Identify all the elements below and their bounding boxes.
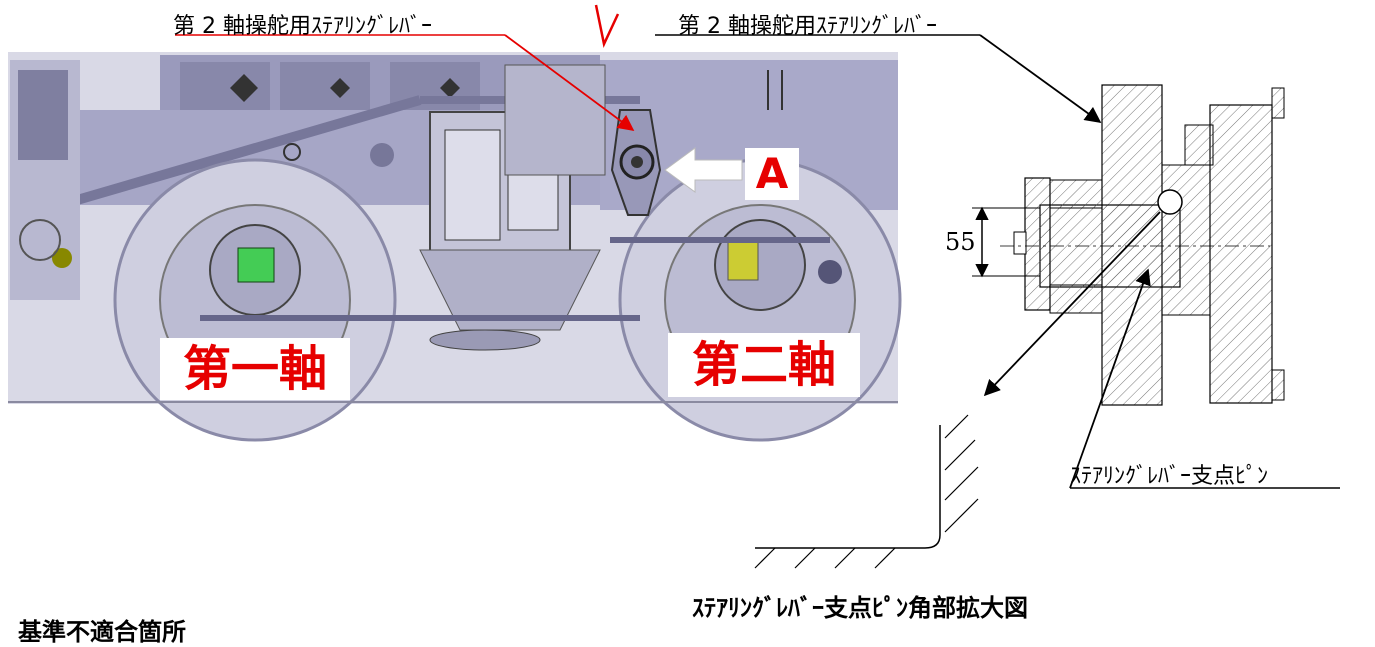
detail-title: ｽﾃｱﾘﾝｸﾞﾚﾊﾞｰ支点ﾋﾟﾝ角部拡大図 <box>692 594 1028 622</box>
footer-heading: 基準不適合箇所 <box>18 618 186 646</box>
dimension-label: 55 <box>945 228 976 256</box>
pivot-pin-label: ｽﾃｱﾘﾝｸﾞﾚﾊﾞｰ支点ﾋﾟﾝ <box>1070 464 1269 489</box>
first-axle-tag: 第一軸 <box>160 338 350 400</box>
steering-lever-label-right: 第 2 軸操舵用ｽﾃｱﾘﾝｸﾞﾚﾊﾞｰ <box>678 14 937 39</box>
red-check-mark <box>594 4 620 48</box>
pin-cross-section <box>1000 84 1285 406</box>
steering-lever-label-left: 第 2 軸操舵用ｽﾃｱﾘﾝｸﾞﾚﾊﾞｰ <box>173 14 432 39</box>
left-label-leader-arrow <box>504 34 635 131</box>
dimension-55-marks <box>972 206 1040 278</box>
diagram-canvas <box>8 4 1340 569</box>
second-axle-tag: 第二軸 <box>668 333 860 397</box>
view-a-tag: A <box>745 148 799 200</box>
corner-detail <box>754 414 979 569</box>
detail-leader-arrow <box>983 211 1161 397</box>
right-label-leader-arrow <box>979 34 1102 123</box>
pin-label-leader-arrow <box>1069 268 1151 489</box>
